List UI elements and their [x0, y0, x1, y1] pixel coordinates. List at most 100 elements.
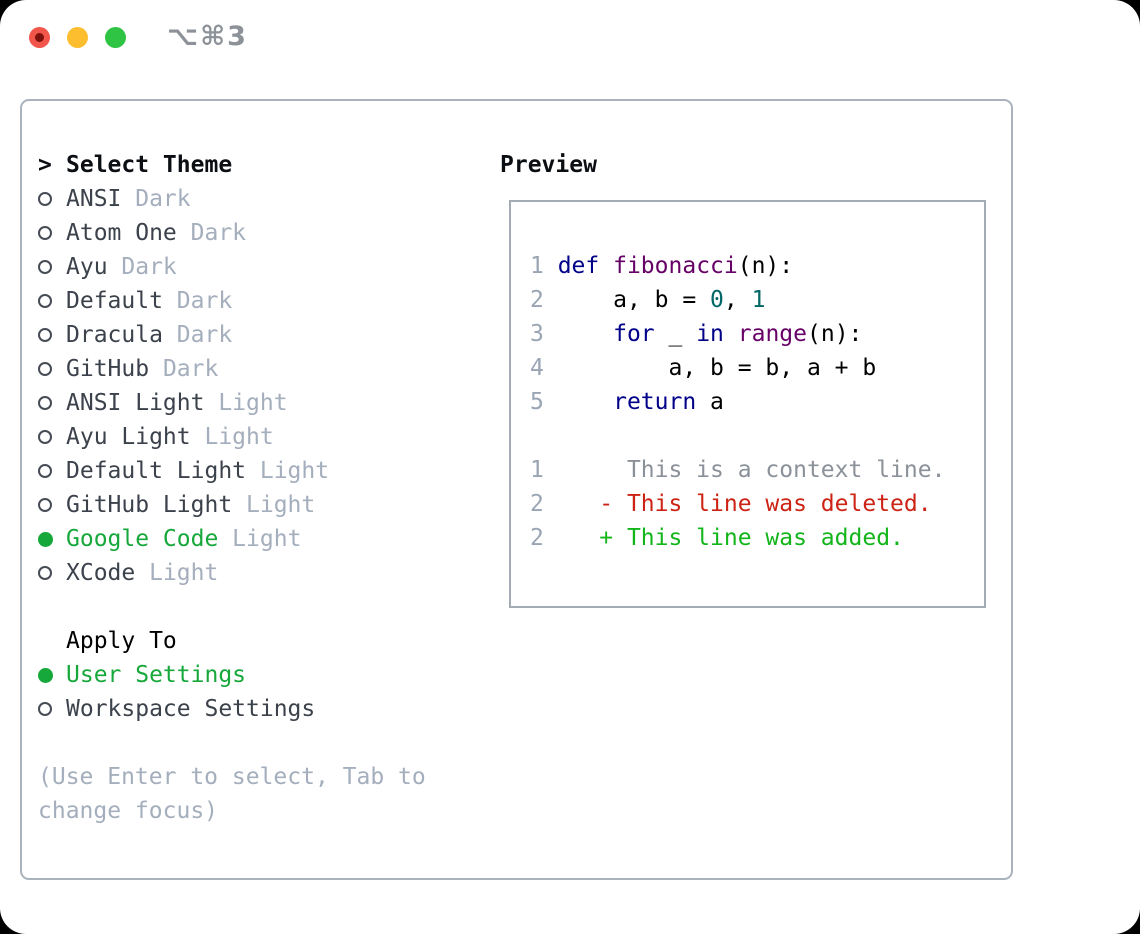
theme-option-default[interactable]: Default Dark — [38, 284, 426, 318]
radio-icon — [38, 498, 52, 512]
line-number: 4 — [530, 355, 558, 381]
prefix — [38, 667, 66, 683]
theme-option-label: Ayu Light — [66, 424, 191, 450]
radio-icon — [38, 362, 52, 376]
prefix — [38, 430, 66, 444]
code-line: 3 for _ in range(n): — [511, 317, 984, 351]
code-line: 1 def fibonacci(n): — [511, 249, 984, 283]
code-token-pln: a, b = — [557, 287, 711, 313]
spacer — [38, 726, 426, 760]
theme-option-label: Default Light — [66, 458, 247, 484]
radio-icon — [38, 260, 52, 274]
theme-variant-label: Dark — [107, 254, 177, 280]
code-token-pln: (n): — [737, 253, 794, 279]
zoom-button-icon[interactable] — [105, 27, 126, 48]
preview-title: Preview — [500, 152, 597, 178]
title-bar: ⌥⌘3 — [0, 0, 1140, 75]
prefix — [38, 531, 66, 547]
code-line: 2 a, b = 0, 1 — [511, 283, 984, 317]
theme-variant-label: Light — [190, 424, 274, 450]
theme-option-label: ANSI Light — [66, 390, 205, 416]
diff-line: 1 This is a context line. — [511, 453, 984, 487]
line-number: 3 — [530, 321, 558, 347]
radio-icon — [38, 566, 52, 580]
apply-option-user-settings[interactable]: User Settings — [38, 658, 426, 692]
theme-option-github-light[interactable]: GitHub Light Light — [38, 488, 426, 522]
theme-variant-label: Light — [204, 390, 288, 416]
code-token-kw: def — [557, 253, 600, 279]
theme-option-ansi[interactable]: ANSI Dark — [38, 182, 426, 216]
theme-option-dracula[interactable]: Dracula Dark — [38, 318, 426, 352]
theme-variant-label: Dark — [176, 220, 247, 246]
radio-icon — [38, 702, 52, 716]
radio-icon — [38, 464, 52, 478]
code-token-kw: return — [613, 389, 697, 415]
apply-to-title: Apply To — [66, 628, 177, 654]
apply-option-label: Workspace Settings — [66, 696, 316, 722]
prefix — [38, 566, 66, 580]
code-token-pln — [599, 253, 613, 279]
prefix — [38, 498, 66, 512]
theme-option-ansi-light[interactable]: ANSI Light Light — [38, 386, 426, 420]
code-token-pln — [558, 389, 613, 415]
theme-option-xcode[interactable]: XCode Light — [38, 556, 426, 590]
code-token-pln: _ — [654, 321, 697, 347]
apply-option-workspace-settings[interactable]: Workspace Settings — [38, 692, 426, 726]
theme-option-label: ANSI — [66, 186, 122, 212]
code-token-fn: fibonacci — [613, 253, 738, 279]
theme-option-label: Atom One — [66, 220, 177, 246]
code-token-kw: for — [613, 321, 655, 347]
prefix — [38, 192, 66, 206]
line-number: 1 — [530, 253, 558, 279]
theme-option-label: XCode — [66, 560, 136, 586]
prefix — [38, 294, 66, 308]
code-token-pln: a, b = b, a + b — [557, 355, 877, 381]
prefix — [38, 328, 66, 342]
code-token-del: - This line was deleted. — [557, 491, 932, 517]
window-title: ⌥⌘3 — [167, 21, 248, 52]
theme-option-github[interactable]: GitHub Dark — [38, 352, 426, 386]
code-token-pln: , — [723, 287, 752, 313]
theme-option-ayu[interactable]: Ayu Dark — [38, 250, 426, 284]
line-number: 2 — [530, 287, 558, 313]
theme-variant-label: Light — [135, 560, 219, 586]
radio-icon — [38, 328, 52, 342]
minimize-button-icon[interactable] — [67, 27, 88, 48]
apply-to-header: Apply To — [38, 624, 426, 658]
theme-variant-label: Dark — [162, 288, 233, 314]
diff-line: 2 + This line was added. — [511, 521, 984, 555]
line-number: 1 — [530, 457, 558, 483]
theme-variant-label: Light — [218, 526, 302, 552]
theme-option-google-code[interactable]: Google Code Light — [38, 522, 426, 556]
theme-option-label: Ayu — [66, 254, 108, 280]
spacer — [38, 590, 426, 624]
code-token-pln: (n): — [807, 321, 863, 347]
prefix — [38, 702, 66, 716]
radio-icon — [38, 430, 52, 444]
select-theme-header: > Select Theme — [38, 148, 426, 182]
theme-variant-label: Dark — [121, 186, 191, 212]
code-token-fn: range — [737, 321, 807, 347]
theme-option-ayu-light[interactable]: Ayu Light Light — [38, 420, 426, 454]
theme-option-default-light[interactable]: Default Light Light — [38, 454, 426, 488]
code-token-pln: a — [696, 389, 724, 415]
radio-icon — [38, 192, 52, 206]
select-theme-title: Select Theme — [66, 152, 233, 178]
line-number: 2 — [530, 491, 558, 517]
theme-option-label: Google Code — [66, 526, 219, 552]
theme-option-label: GitHub Light — [66, 492, 233, 518]
code-line: 5 return a — [511, 385, 984, 419]
theme-option-atom-one[interactable]: Atom One Dark — [38, 216, 426, 250]
close-button-icon[interactable] — [29, 27, 50, 48]
radio-icon — [38, 396, 52, 410]
code-token-kw: in — [696, 321, 724, 347]
code-token-ctx: This is a context line. — [557, 457, 946, 483]
code-token-pln — [724, 321, 738, 347]
theme-variant-label: Dark — [162, 322, 233, 348]
theme-variant-label: Light — [246, 458, 330, 484]
diff-line: 2 - This line was deleted. — [511, 487, 984, 521]
focus-caret-icon: > — [38, 152, 52, 178]
